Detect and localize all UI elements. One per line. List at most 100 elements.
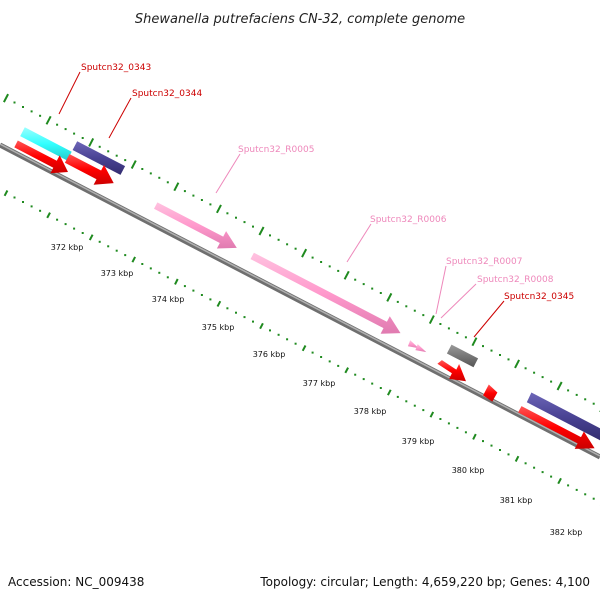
minor-tick-mark (507, 453, 510, 456)
map-title: Shewanella putrefaciens CN-32, complete … (135, 12, 465, 27)
gene-label-sputcn32-r0008[interactable]: Sputcn32_R0008 (477, 275, 554, 285)
minor-tick-mark (107, 245, 110, 248)
gene-feature-forward-cds[interactable] (14, 140, 69, 174)
major-tick-mark (174, 278, 179, 285)
minor-tick-mark (192, 194, 195, 197)
minor-tick-mark (81, 137, 84, 139)
gene-label-callouts (58, 71, 505, 338)
minor-tick-mark (64, 128, 67, 131)
minor-tick-mark (371, 382, 374, 385)
major-tick-mark (130, 160, 137, 169)
minor-tick-mark (22, 201, 24, 203)
gene-feature-sputcn32-r0006[interactable] (250, 252, 401, 334)
minor-tick-mark (362, 283, 365, 286)
major-tick-mark (46, 212, 51, 219)
major-tick-mark (429, 411, 435, 418)
major-tick-mark (88, 137, 95, 147)
gene-feature-forward-cds[interactable] (518, 406, 595, 449)
minor-tick-mark (183, 190, 186, 193)
minor-tick-mark (39, 209, 42, 212)
major-tick-mark (514, 455, 520, 462)
genome-summary-text: Topology: circular; Length: 4,659,220 bp… (259, 575, 590, 589)
gene-feature-sputcn32-0344[interactable] (72, 141, 126, 175)
gene-feature-sputcn32-r0007[interactable] (407, 340, 419, 349)
gene-feature-sputcn32-0345[interactable] (446, 344, 479, 368)
minor-tick-mark (124, 254, 127, 257)
minor-tick-mark (328, 265, 331, 268)
minor-tick-mark (294, 342, 297, 345)
inner-tick-track (3, 190, 600, 506)
minor-tick-mark (447, 422, 450, 425)
scale-label: 379 kbp (402, 437, 435, 446)
minor-tick-mark (541, 376, 544, 379)
minor-tick-mark (235, 311, 237, 314)
minor-tick-mark (294, 247, 297, 250)
minor-tick-mark (22, 106, 24, 108)
minor-tick-mark (286, 243, 289, 246)
minor-tick-mark (533, 371, 536, 374)
gene-feature-sputcn32-0343[interactable] (20, 127, 72, 161)
major-tick-mark (45, 115, 52, 125)
minor-tick-mark (439, 323, 442, 325)
minor-tick-mark (584, 398, 587, 401)
minor-tick-mark (405, 305, 408, 308)
minor-tick-mark (277, 333, 280, 336)
gene-label-sputcn32-0344[interactable]: Sputcn32_0344 (132, 89, 202, 99)
minor-tick-mark (328, 360, 331, 363)
minor-tick-mark (30, 110, 33, 113)
minor-tick-mark (277, 238, 280, 241)
gene-feature-sputcn32-r0005[interactable] (154, 202, 237, 249)
minor-tick-mark (507, 358, 510, 361)
minor-tick-mark (311, 351, 314, 354)
minor-tick-mark (209, 203, 212, 206)
minor-tick-mark (56, 123, 59, 126)
minor-tick-mark (379, 292, 382, 294)
minor-tick-mark (286, 338, 289, 341)
minor-tick-mark (354, 373, 357, 376)
minor-tick-mark (226, 212, 229, 215)
minor-tick-mark (269, 329, 271, 332)
accession-text: Accession: NC_009438 (8, 575, 144, 589)
minor-tick-mark (39, 114, 42, 117)
gene-label-sputcn32-r0007[interactable]: Sputcn32_R0007 (446, 257, 522, 267)
minor-tick-mark (337, 269, 340, 272)
scale-label: 374 kbp (152, 295, 185, 304)
gene-feature-reverse-cds[interactable] (526, 392, 600, 441)
major-tick-mark (3, 190, 9, 197)
minor-tick-mark (158, 271, 161, 274)
gene-feature-sputcn32-r0008[interactable] (415, 344, 427, 353)
minor-tick-mark (311, 256, 314, 259)
minor-tick-mark (337, 364, 340, 367)
minor-tick-mark (592, 402, 595, 405)
minor-tick-mark (166, 276, 169, 279)
minor-tick-mark (413, 309, 416, 312)
major-tick-mark (301, 345, 307, 352)
gene-labels: Sputcn32_0343 Sputcn32_0344 Sputcn32_R00… (81, 63, 574, 302)
minor-tick-mark (592, 497, 595, 500)
minor-tick-mark (575, 488, 578, 491)
major-tick-mark (428, 315, 435, 325)
minor-tick-mark (320, 356, 323, 358)
minor-tick-mark (575, 393, 578, 396)
gene-feature-forward-cds[interactable] (437, 360, 466, 382)
minor-tick-mark (30, 205, 33, 208)
gene-label-sputcn32-r0006[interactable]: Sputcn32_R0006 (370, 215, 447, 225)
minor-tick-mark (115, 154, 118, 157)
minor-tick-mark (456, 426, 459, 429)
minor-tick-mark (98, 145, 101, 148)
minor-tick-mark (354, 278, 357, 281)
minor-tick-mark (490, 444, 493, 447)
minor-tick-mark (541, 471, 544, 474)
minor-tick-mark (149, 172, 152, 175)
minor-tick-mark (73, 132, 76, 135)
gene-feature-forward-cds[interactable] (64, 154, 114, 185)
minor-tick-mark (499, 354, 501, 356)
gene-feature-forward-cds[interactable] (483, 384, 498, 402)
minor-tick-mark (456, 331, 459, 334)
minor-tick-mark (269, 234, 271, 237)
gene-label-sputcn32-0343[interactable]: Sputcn32_0343 (81, 63, 151, 73)
gene-label-sputcn32-0345[interactable]: Sputcn32_0345 (504, 292, 574, 302)
major-tick-mark (258, 226, 265, 236)
major-tick-mark (556, 381, 563, 391)
gene-label-sputcn32-r0005[interactable]: Sputcn32_R0005 (238, 145, 314, 155)
